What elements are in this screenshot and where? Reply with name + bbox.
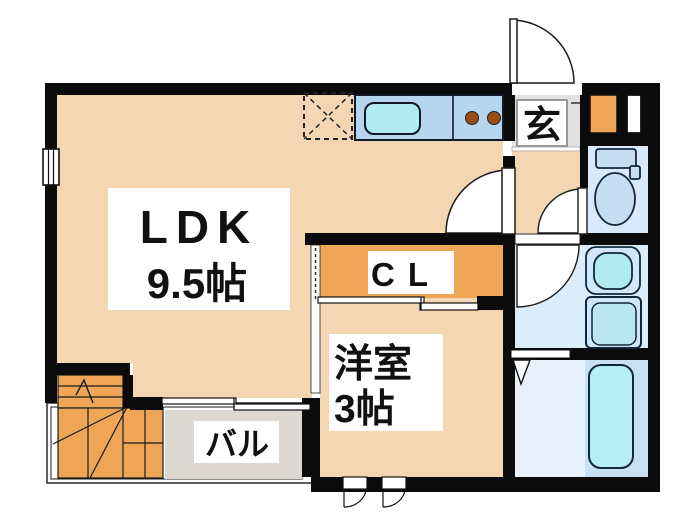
balcony-text: バル <box>205 426 269 462</box>
bathroom-sliding-door <box>510 349 571 387</box>
kitchen-sink <box>364 102 421 135</box>
washroom-door <box>514 233 581 308</box>
stove-burner-left <box>465 111 479 125</box>
toilet-bowl <box>594 172 636 226</box>
bathtub <box>588 364 634 469</box>
washing-machine-drum <box>591 302 637 346</box>
toilet-door-leaf <box>577 187 588 235</box>
ldk-label: LDK 9.5帖 <box>108 188 290 310</box>
stairs <box>52 374 164 479</box>
bathroom-door-mark <box>512 359 532 387</box>
stove-burner-right <box>487 111 501 125</box>
closet-partition <box>310 244 321 394</box>
western-room-size: 3帖 <box>334 388 395 431</box>
toilet <box>594 148 641 226</box>
entrance-text: 玄 <box>523 105 561 147</box>
genkan-step-line <box>511 146 581 152</box>
entrance-door <box>509 18 575 84</box>
toilet-handle <box>629 165 641 180</box>
western-room-label: 洋室 3帖 <box>329 334 443 431</box>
closet-label: CL <box>368 251 454 294</box>
left-wall-window <box>42 148 60 186</box>
western-room-casement-windows <box>342 476 407 508</box>
closet-text: CL <box>371 256 441 293</box>
balcony-sliding-window <box>161 397 311 411</box>
stairs-direction-arrow <box>75 378 94 404</box>
western-room-name: 洋室 <box>334 343 412 386</box>
closet-sliding-door <box>317 296 479 311</box>
toilet-door <box>537 187 588 235</box>
ldk-size: 9.5帖 <box>147 260 247 307</box>
washbasin <box>585 246 641 295</box>
washing-machine <box>585 296 642 349</box>
toilet-tank <box>595 148 637 169</box>
entrance-label: 玄 <box>516 99 568 147</box>
kitchen <box>303 92 504 141</box>
genkan-detail-line <box>571 102 584 118</box>
ldk-name: LDK <box>140 201 259 253</box>
washroom-door-arc <box>516 244 580 308</box>
entrance-door-arc <box>510 19 575 84</box>
inner-walls <box>57 95 660 477</box>
stairs-steps <box>52 385 163 479</box>
stairs-upper <box>57 374 124 409</box>
entrance-door-leaf <box>509 18 518 84</box>
ldk-door-leaf <box>501 167 516 235</box>
entrance-storage <box>626 94 642 134</box>
shoe-cabinet <box>589 94 618 134</box>
refrigerator-space <box>303 92 353 140</box>
bathroom-floor <box>515 360 585 477</box>
balcony-label: バル <box>194 421 279 463</box>
ldk-door <box>445 167 516 235</box>
washroom-door-leaf <box>514 233 581 245</box>
washbasin-bowl <box>593 252 633 290</box>
